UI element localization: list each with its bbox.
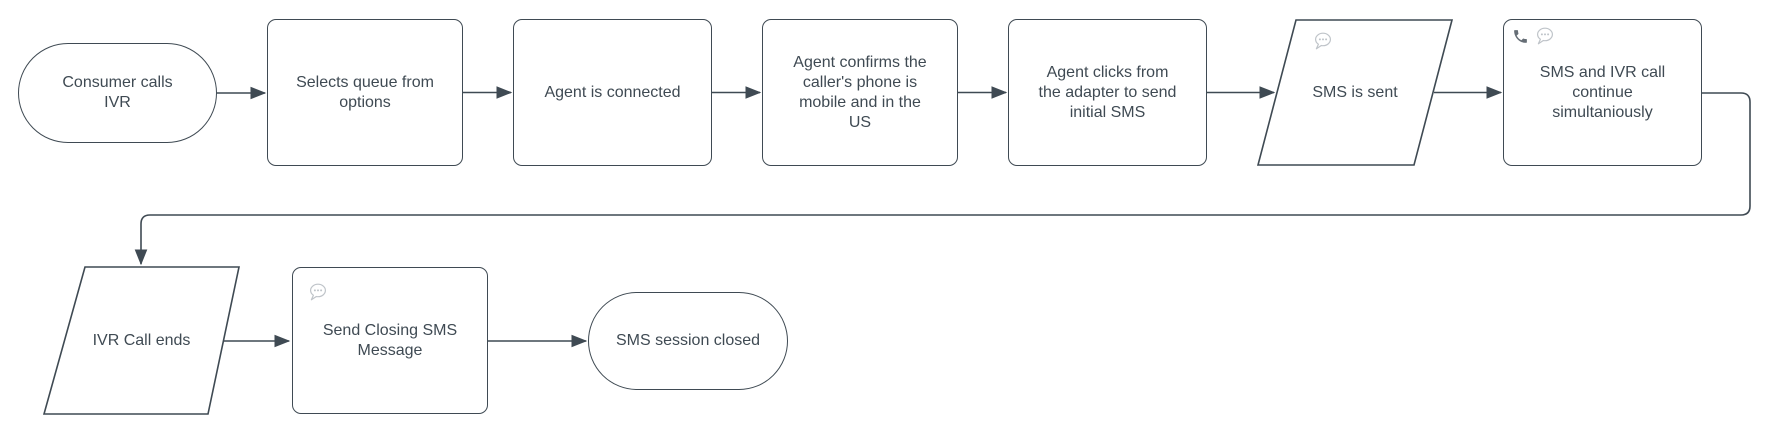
node-sms-sent: SMS is sent (1257, 19, 1453, 166)
node-sms-ivr-continue: SMS and IVR call continue simultaniously (1503, 19, 1702, 166)
speech-bubble-icon (308, 282, 328, 302)
node-label: Agent confirms the caller's phone is mob… (793, 53, 927, 131)
node-label: Consumer calls IVR (62, 74, 173, 111)
node-label: Selects queue from options (296, 73, 434, 111)
node-label: Send Closing SMS Message (322, 321, 458, 359)
speech-bubble-icon (1313, 31, 1333, 51)
node-consumer-calls-ivr: Consumer calls IVR (18, 43, 217, 143)
node-selects-queue: Selects queue from options (267, 19, 463, 166)
parallelogram-shape (1257, 19, 1453, 166)
node-agent-confirms: Agent confirms the caller's phone is mob… (762, 19, 958, 166)
node-label: SMS and IVR call continue simultaniously (1539, 63, 1666, 121)
node-label: Agent is connected (544, 83, 681, 101)
node-label: SMS is sent (1312, 83, 1398, 101)
node-agent-connected: Agent is connected (513, 19, 712, 166)
phone-icon (1512, 28, 1529, 45)
parallelogram-shape (43, 266, 240, 415)
node-agent-clicks: Agent clicks from the adapter to send in… (1008, 19, 1207, 166)
node-sms-session-closed: SMS session closed (588, 292, 788, 390)
node-label: IVR Call ends (92, 331, 191, 349)
node-label: Agent clicks from the adapter to send in… (1038, 63, 1177, 121)
edge-sms-ivr-continue-to-ivr-call-ends (134, 92, 1751, 266)
node-label: SMS session closed (615, 332, 761, 349)
node-send-closing-sms: Send Closing SMS Message (292, 267, 488, 414)
speech-bubble-icon (1535, 26, 1555, 46)
node-ivr-call-ends: IVR Call ends (43, 266, 240, 415)
